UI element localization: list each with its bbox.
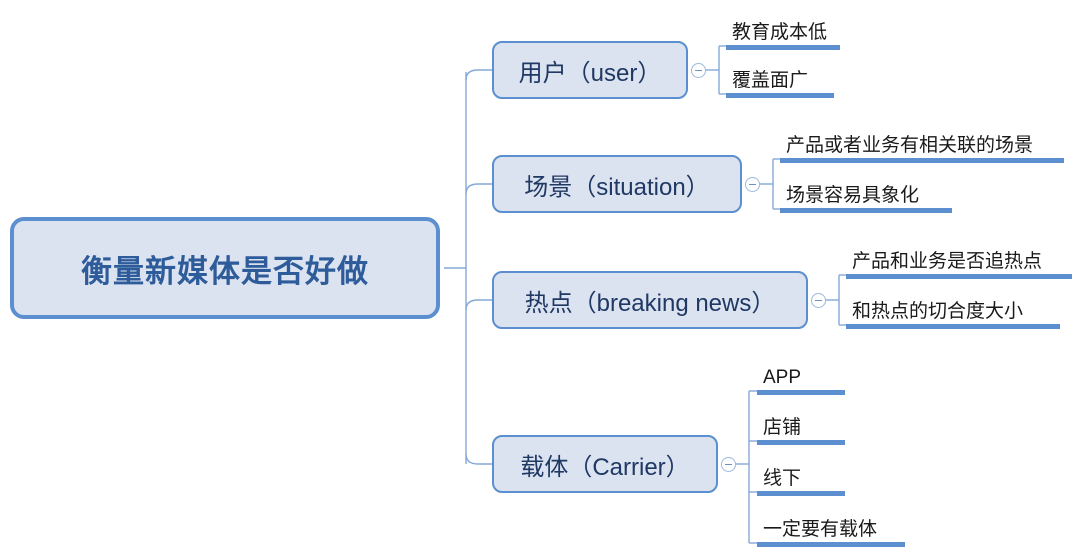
leaf-node-carrier-0-label: APP — [763, 367, 802, 389]
leaf-node-carrier-0[interactable]: APP — [757, 357, 845, 395]
leaf-node-carrier-1-label: 店铺 — [763, 417, 802, 439]
leaf-underline — [846, 324, 1060, 329]
leaf-node-breaking-news-0[interactable]: 产品和业务是否追热点 — [846, 241, 1072, 279]
leaf-node-user-0[interactable]: 教育成本低 — [726, 12, 840, 50]
collapse-toggle-situation[interactable] — [745, 177, 760, 192]
leaf-underline — [757, 440, 845, 445]
collapse-toggle-carrier[interactable] — [721, 457, 736, 472]
branch-node-situation[interactable]: 场景（situation） — [492, 155, 742, 213]
root-node[interactable]: 衡量新媒体是否好做 — [10, 217, 440, 319]
leaf-node-carrier-3-label: 一定要有载体 — [763, 519, 878, 541]
leaf-underline — [780, 208, 952, 213]
branch-node-breaking-news-label: 热点（breaking news） — [524, 289, 776, 317]
leaf-underline — [846, 274, 1072, 279]
leaf-underline — [780, 158, 1064, 163]
leaf-underline — [757, 491, 845, 496]
leaf-node-user-1[interactable]: 覆盖面广 — [726, 60, 834, 98]
leaf-node-carrier-2[interactable]: 线下 — [757, 458, 845, 496]
branch-node-carrier[interactable]: 载体（Carrier） — [492, 435, 718, 493]
leaf-node-situation-1-label: 场景容易具象化 — [786, 185, 920, 207]
root-node-label: 衡量新媒体是否好做 — [81, 253, 369, 289]
branch-node-situation-label: 场景（situation） — [524, 173, 710, 201]
leaf-underline — [757, 390, 845, 395]
leaf-node-situation-0[interactable]: 产品或者业务有相关联的场景 — [780, 125, 1064, 163]
collapse-toggle-user[interactable] — [691, 63, 706, 78]
leaf-underline — [726, 45, 840, 50]
leaf-node-carrier-2-label: 线下 — [763, 468, 802, 490]
leaf-node-user-0-label: 教育成本低 — [732, 22, 828, 44]
branch-node-user-label: 用户（user） — [518, 59, 662, 87]
leaf-node-breaking-news-0-label: 产品和业务是否追热点 — [852, 251, 1043, 273]
leaf-node-carrier-3[interactable]: 一定要有载体 — [757, 509, 905, 547]
leaf-node-situation-0-label: 产品或者业务有相关联的场景 — [786, 135, 1034, 157]
branch-node-breaking-news[interactable]: 热点（breaking news） — [492, 271, 808, 329]
leaf-underline — [757, 542, 905, 547]
leaf-node-situation-1[interactable]: 场景容易具象化 — [780, 175, 952, 213]
branch-node-user[interactable]: 用户（user） — [492, 41, 688, 99]
branch-node-carrier-label: 载体（Carrier） — [520, 453, 690, 481]
collapse-toggle-breaking-news[interactable] — [811, 293, 826, 308]
leaf-node-user-1-label: 覆盖面广 — [732, 70, 809, 92]
leaf-node-carrier-1[interactable]: 店铺 — [757, 407, 845, 445]
leaf-underline — [726, 93, 834, 98]
leaf-node-breaking-news-1-label: 和热点的切合度大小 — [852, 301, 1024, 323]
leaf-node-breaking-news-1[interactable]: 和热点的切合度大小 — [846, 291, 1060, 329]
